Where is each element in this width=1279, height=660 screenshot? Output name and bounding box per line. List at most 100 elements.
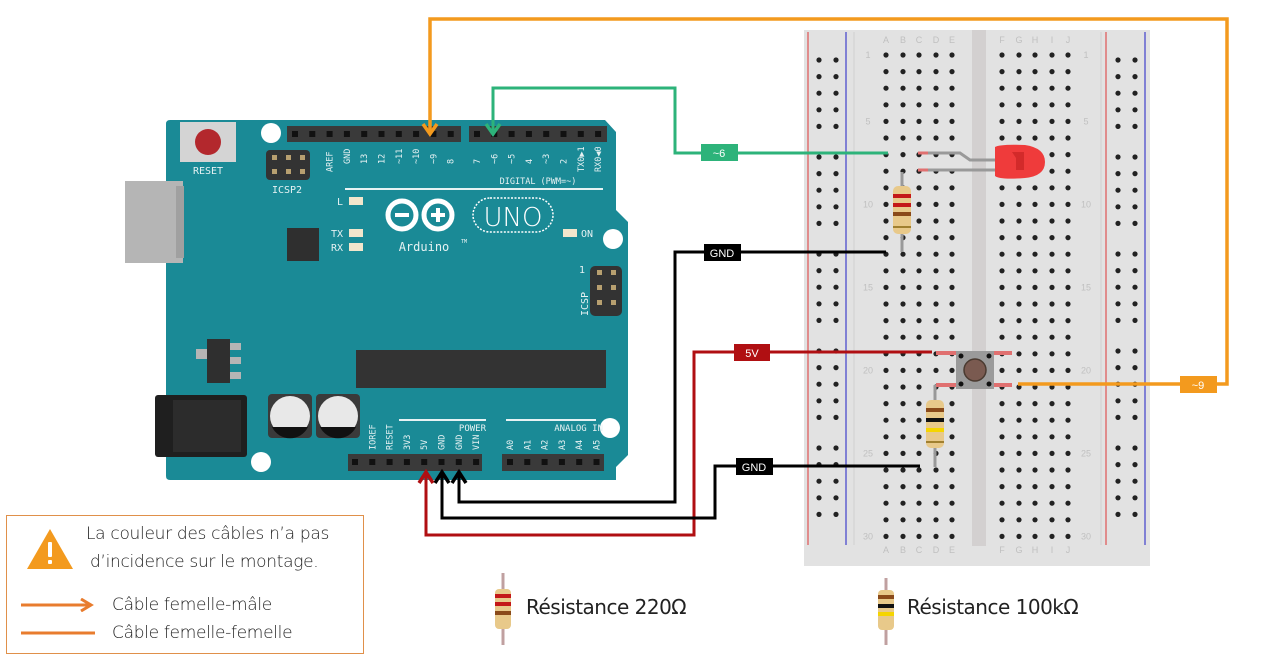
breadboard-hole [1065,533,1071,540]
digital-pin-label: ~6 [490,154,500,164]
breadboard-hole [883,450,889,456]
breadboard-hole [1049,102,1055,108]
power-pins [352,459,600,465]
header-pin [369,459,376,465]
rail-hole [1115,365,1121,371]
breadboard-hole [1032,351,1038,357]
breadboard-hole [916,102,922,108]
header-pin [430,131,437,137]
rail-hole [1115,268,1121,274]
breadboard-hole [1049,268,1055,274]
breadboard-hole [1016,268,1022,274]
breadboard-hole [949,484,955,490]
breadboard-hole [949,102,955,108]
breadboard-hole [883,268,889,274]
pushbutton-pin [986,353,992,359]
breadboard-hole [883,318,889,324]
breadboard-hole [900,517,906,523]
reset-button-cap[interactable] [195,129,221,155]
rail-hole [1132,204,1138,210]
breadboard-hole [1016,284,1022,290]
trademark: TM [461,239,467,245]
breadboard-hole [1049,284,1055,290]
breadboard-hole [933,517,939,523]
breadboard-hole [949,367,955,373]
led-die [1012,152,1024,170]
analog-pin-label: A3 [558,440,568,450]
header-pin [378,131,385,137]
icsp-pin [611,300,616,305]
arduino-logo-icon [385,198,455,232]
rail-hole [816,365,822,371]
icsp-pin [611,270,616,275]
pushbutton[interactable] [936,351,1012,389]
breadboard-hole [883,500,889,506]
rail-hole [1115,123,1121,129]
breadboard-hole [916,118,922,124]
row-number: 20 [863,365,873,375]
breadboard-hole [1049,417,1055,423]
rail-hole [1132,107,1138,113]
breadboard-hole [883,201,889,207]
breadboard-hole [1065,168,1071,174]
rail-hole [1115,445,1121,451]
rail-hole [1132,187,1138,193]
rail-hole [816,171,822,177]
breadboard-hole [1032,235,1038,241]
breadboard-hole [916,69,922,75]
digital-header-left [287,126,461,142]
breadboard-hole [900,301,906,307]
breadboard-hole [900,318,906,324]
digital-pin-label: ~5 [508,154,518,164]
rail-hole [1115,154,1121,160]
breadboard-hole [999,185,1005,191]
breadboard-hole [883,102,889,108]
breadboard-hole [883,417,889,423]
breadboard-hole [1049,351,1055,357]
column-label: C [916,545,923,555]
breadboard-hole [999,467,1005,473]
breadboard-hole [1016,434,1022,440]
breadboard-hole [1065,135,1071,141]
breadboard-hole [949,517,955,523]
header-pin [595,131,602,137]
icsp-pin1-label: 1 [579,265,585,276]
digital-pin-label: RX0◀0 [594,146,604,172]
pushbutton-cap[interactable] [963,358,987,382]
breadboard-hole [916,500,922,506]
breadboard-hole [999,500,1005,506]
capacitor [316,394,360,439]
power-pin-label: IOREF [368,424,378,450]
rail-hole [816,204,822,210]
mounting-hole [261,123,281,143]
rail-hole [833,365,839,371]
breadboard-hole [1065,301,1071,307]
breadboard-hole [883,434,889,440]
breadboard-hole [1065,434,1071,440]
breadboard-hole [1016,235,1022,241]
column-label: H [1032,545,1039,555]
breadboard-hole [1032,284,1038,290]
breadboard-hole [900,484,906,490]
breadboard-hole [949,318,955,324]
header-pin [326,131,333,137]
breadboard-hole [1016,135,1022,141]
breadboard-hole [916,301,922,307]
breadboard-hole [916,201,922,207]
analog-label: ANALOG IN [554,424,603,434]
breadboard-hole [916,284,922,290]
row-number: 25 [863,448,873,458]
header-pin [403,459,410,465]
breadboard-hole [1016,251,1022,257]
icsp2-pin [286,169,291,174]
breadboard-hole [1049,168,1055,174]
breadboard-hole [1016,517,1022,523]
breadboard-hole [949,218,955,224]
resistor-220-label: Résistance 220Ω [526,595,687,619]
digital-pin-label: 4 [525,159,535,164]
breadboard-hole [933,500,939,506]
column-label: B [900,35,906,45]
column-label: J [1066,545,1071,555]
breadboard-hole [1049,301,1055,307]
rail-hole [833,74,839,80]
